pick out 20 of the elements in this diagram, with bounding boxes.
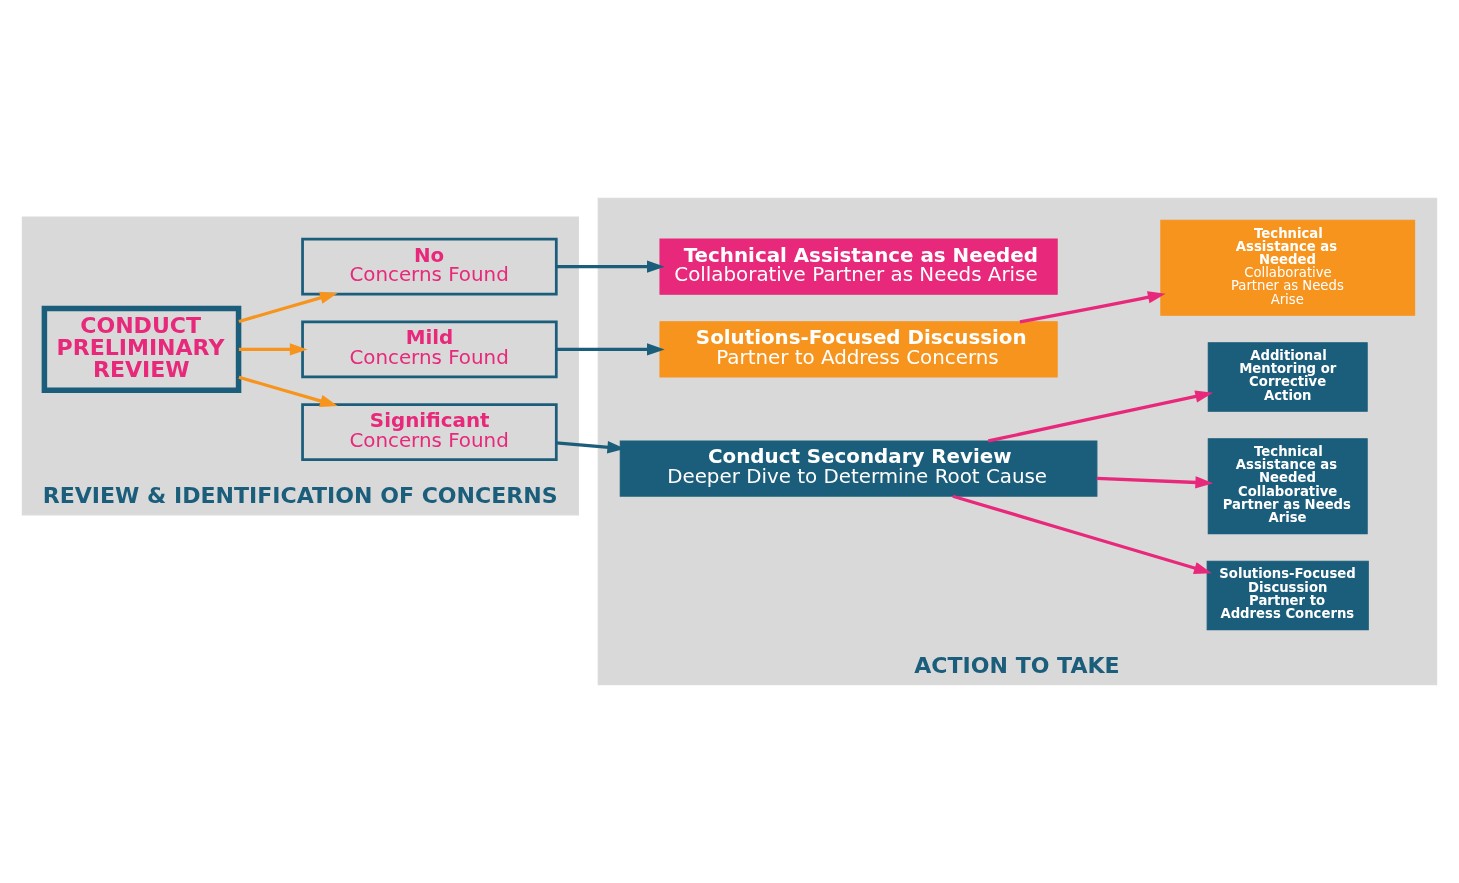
arrow [238,291,338,324]
node-box: Solutions-Focused Discussion Partner to Address Concerns [659,321,1058,378]
arrow [1019,291,1166,324]
arrow [1096,476,1214,489]
node-box: Mild Concerns Found [301,320,558,379]
node-box: CONDUCT PRELIMINARY REVIEW [41,305,242,393]
arrow [556,343,665,356]
arrow [988,390,1214,443]
node-box: Technical Assistance as Needed Collaborative Partner as Needs Arise [1207,438,1368,535]
node-box: Additional Mentoring or Corrective Action [1207,342,1368,412]
node-box: Technical Assistance as Needed Collaborative Partner as Needs Arise [1160,219,1416,316]
node-box: Conduct Secondary Review Deeper Dive to Determine Root Cause [619,440,1098,497]
arrow [952,494,1212,575]
node-box: Significant Concerns Found [301,403,558,462]
node-box: Technical Assistance as Needed Collaborative Partner as Needs Arise [659,238,1058,295]
arrow [238,343,308,356]
node-box: No Concerns Found [301,237,558,296]
node-box: Solutions-Focused Discussion Partner to Address Concerns [1206,560,1369,631]
arrow [238,375,338,407]
arrow [556,260,665,273]
